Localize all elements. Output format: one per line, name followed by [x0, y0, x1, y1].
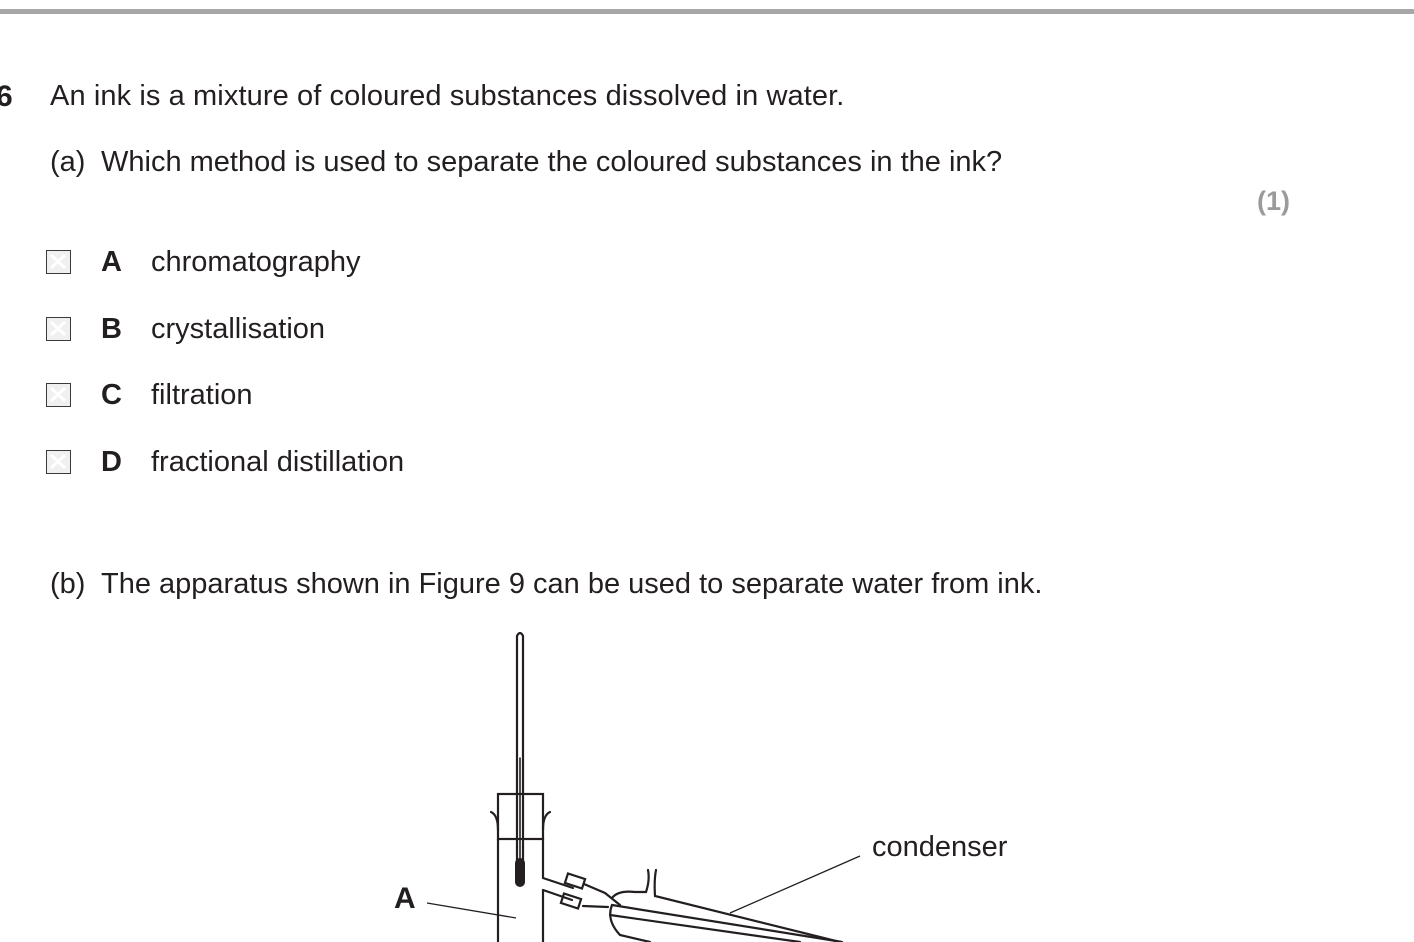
question-stem: An ink is a mixture of coloured substanc…	[50, 80, 845, 112]
option-letter: D	[101, 446, 122, 478]
label-condenser: condenser	[872, 831, 1008, 863]
option-text: crystallisation	[151, 313, 326, 345]
checkbox-cross-icon[interactable]	[46, 250, 71, 274]
checkbox-cross-icon[interactable]	[46, 450, 71, 474]
option-text: chromatography	[151, 246, 361, 278]
marks-indicator: (1)	[1257, 186, 1290, 216]
option-text: filtration	[151, 379, 253, 411]
label-a: A	[394, 882, 416, 915]
part-a-label: (a)	[50, 146, 86, 178]
part-b-text: The apparatus shown in Figure 9 can be u…	[101, 568, 1043, 600]
option-letter: A	[101, 246, 122, 278]
thermometer-icon	[515, 631, 525, 862]
option-letter: B	[101, 313, 122, 345]
part-a-text: Which method is used to separate the col…	[101, 146, 1003, 178]
checkbox-cross-icon[interactable]	[46, 317, 71, 341]
checkbox-cross-icon[interactable]	[46, 383, 71, 407]
option-letter: C	[101, 379, 122, 411]
part-b-label: (b)	[50, 568, 86, 600]
question-number: 6	[0, 80, 13, 113]
option-text: fractional distillation	[151, 446, 405, 478]
top-rule-divider	[0, 9, 1414, 14]
